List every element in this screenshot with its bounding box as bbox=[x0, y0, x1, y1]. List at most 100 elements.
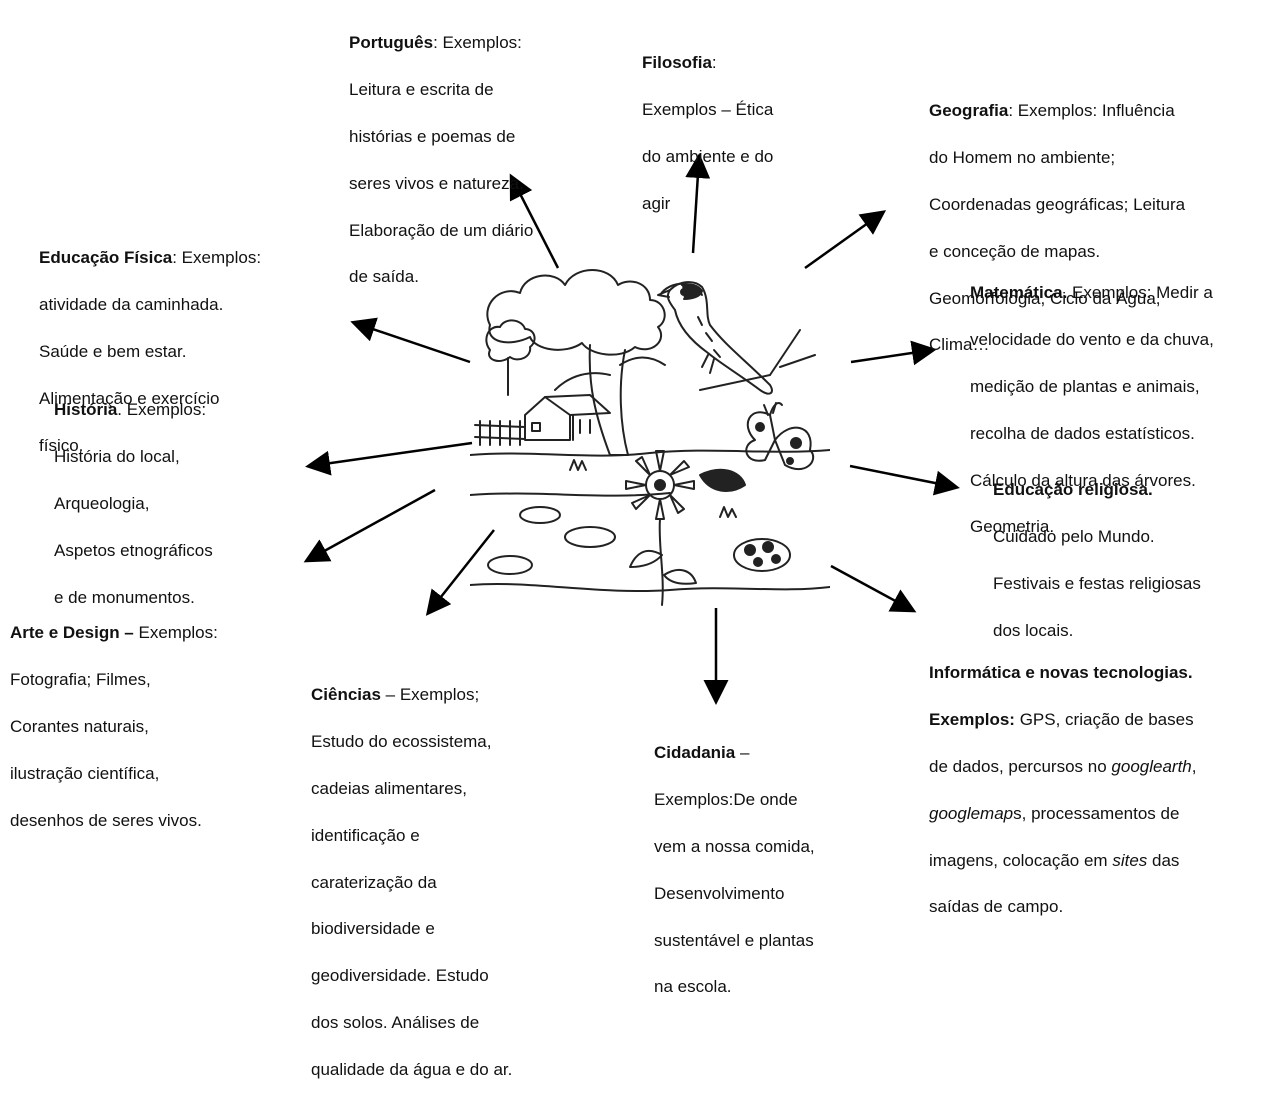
title-educacao-religiosa: Educação religiosa. bbox=[993, 480, 1153, 500]
text-line: Fotografia; Filmes, bbox=[10, 670, 151, 690]
text-line: Corantes naturais, bbox=[10, 717, 149, 737]
text-line: sustentável e plantas bbox=[654, 930, 814, 950]
text-line: do ambiente e do bbox=[642, 147, 774, 167]
title-ciencias: Ciências bbox=[311, 685, 381, 705]
text-line: Exemplos:De onde bbox=[654, 790, 798, 810]
arrow-ciencias bbox=[425, 529, 495, 616]
text-line: imagens, colocação em bbox=[929, 850, 1113, 870]
text-line: História do local, bbox=[54, 447, 180, 467]
block-cidadania: Cidadania – Exemplos:De onde vem a nossa… bbox=[654, 718, 874, 1022]
text-line: – bbox=[735, 743, 750, 763]
block-filosofia: Filosofia: Exemplos – Ética do ambiente … bbox=[642, 28, 832, 239]
title-portugues: Português bbox=[349, 33, 434, 53]
title-educacao-fisica: Educação Física bbox=[39, 248, 173, 268]
arrow-geografia bbox=[804, 210, 887, 270]
block-historia: História. Exemplos: História do local, A… bbox=[54, 375, 294, 632]
text-line: e conceção de mapas. bbox=[929, 241, 1101, 261]
arrow-educacao-fisica bbox=[350, 317, 471, 364]
title-cidadania: Cidadania bbox=[654, 743, 736, 763]
text-line: Elaboração de um diário bbox=[349, 220, 534, 240]
text-line: Geometria. bbox=[970, 517, 1055, 537]
block-matematica: Matemática. Exemplos: Medir a velocidade… bbox=[970, 258, 1270, 562]
nature-scene-illustration bbox=[470, 269, 830, 606]
text-line: Cálculo da altura das árvores. bbox=[970, 470, 1196, 490]
text-line: recolha de dados estatísticos. bbox=[970, 423, 1195, 443]
text-line: de dados, percursos no bbox=[929, 757, 1112, 777]
text-line: agir bbox=[642, 193, 671, 213]
text-line: : Exemplos: bbox=[172, 248, 262, 268]
text-line: Coordenadas geográficas; Leitura bbox=[929, 195, 1186, 215]
text-line: Aspetos etnográficos bbox=[54, 540, 213, 560]
block-educacao-fisica: Educação Física: Exemplos: atividade da … bbox=[39, 223, 339, 480]
text-line: das bbox=[1147, 850, 1180, 870]
text-line: . Exemplos: bbox=[117, 400, 207, 420]
text-line: Exemplos – Ética bbox=[642, 100, 774, 120]
text-line: na escola. bbox=[654, 977, 732, 997]
text-line: : Exemplos: Influência bbox=[1008, 101, 1175, 121]
title-arte-design: Arte e Design – bbox=[10, 623, 134, 643]
block-arte-design: Arte e Design – Exemplos: Fotografia; Fi… bbox=[10, 598, 290, 855]
text-line: Alimentação e exercício bbox=[39, 388, 220, 408]
title-matematica: Matemática. bbox=[970, 283, 1068, 303]
text-line: Desenvolvimento bbox=[654, 883, 785, 903]
block-portugues: Português: Exemplos: Leitura e escrita d… bbox=[349, 8, 594, 312]
title-historia: História bbox=[54, 400, 118, 420]
text-line: Leitura e escrita de bbox=[349, 80, 494, 100]
text-line: s, processamentos de bbox=[1013, 803, 1180, 823]
text-line: caraterização da bbox=[311, 872, 437, 892]
subtitle-informatica: Exemplos: bbox=[929, 710, 1015, 730]
text-line: qualidade da água e do ar. bbox=[311, 1059, 513, 1079]
block-ciencias: Ciências – Exemplos; Estudo do ecossiste… bbox=[311, 660, 551, 1105]
text-line: de saída. bbox=[349, 267, 419, 287]
text-italic: googlearth bbox=[1111, 757, 1192, 777]
text-line: dos solos. Análises de bbox=[311, 1013, 480, 1033]
text-line: – Exemplos; bbox=[380, 685, 480, 705]
text-line: histórias e poemas de bbox=[349, 127, 516, 147]
text-line: cadeias alimentares, bbox=[311, 779, 467, 799]
text-line: e de monumentos. bbox=[54, 587, 195, 607]
text-line: Festivais e festas religiosas bbox=[993, 574, 1201, 594]
text-line: , bbox=[1191, 757, 1197, 777]
text-line: do Homem no ambiente; bbox=[929, 148, 1116, 168]
text-line: desenhos de seres vivos. bbox=[10, 810, 202, 830]
text-line: Exemplos: bbox=[133, 623, 218, 643]
text-line: medição de plantas e animais, bbox=[970, 377, 1200, 397]
arrow-arte-design bbox=[303, 488, 436, 563]
text-line: ilustração científica, bbox=[10, 763, 160, 783]
arrow-historia bbox=[305, 441, 473, 476]
text-line: dos locais. bbox=[993, 620, 1074, 640]
text-line: Saúde e bem estar. bbox=[39, 342, 187, 362]
text-line: atividade da caminhada. bbox=[39, 295, 224, 315]
arrows-layer bbox=[303, 153, 960, 705]
block-geografia: Geografia: Exemplos: Influência do Homem… bbox=[929, 76, 1259, 380]
arrow-matematica bbox=[850, 340, 937, 366]
text-line: biodiversidade e bbox=[311, 919, 435, 939]
title-geografia: Geografia bbox=[929, 101, 1009, 121]
text-line: Clima… bbox=[929, 335, 990, 355]
text-line: : bbox=[711, 53, 717, 73]
text-line: geodiversidade. Estudo bbox=[311, 966, 489, 986]
text-line: vem a nossa comida, bbox=[654, 837, 815, 857]
text-italic: sites bbox=[1112, 850, 1148, 870]
text-line: : Exemplos: bbox=[433, 33, 522, 53]
arrow-portugues bbox=[509, 173, 560, 269]
title-filosofia: Filosofia bbox=[642, 53, 712, 73]
block-informatica: Informática e novas tecnologias. Exemplo… bbox=[929, 638, 1269, 942]
arrow-filosofia bbox=[685, 153, 711, 254]
title-informatica: Informática e novas tecnologias. bbox=[929, 663, 1193, 683]
block-educacao-religiosa: Educação religiosa. Cuidado pelo Mundo. … bbox=[993, 455, 1253, 666]
text-line: Estudo do ecossistema, bbox=[311, 732, 492, 752]
arrow-informatica bbox=[830, 564, 917, 613]
text-line: físico. bbox=[39, 435, 84, 455]
text-line: Geomorfologia, Ciclo da Água, bbox=[929, 288, 1161, 308]
text-line: identificação e bbox=[311, 825, 420, 845]
text-line: Cuidado pelo Mundo. bbox=[993, 527, 1155, 547]
arrow-educacao-religiosa bbox=[849, 464, 960, 496]
text-line: Exemplos: Medir a bbox=[1067, 283, 1213, 303]
text-line: saídas de campo. bbox=[929, 897, 1064, 917]
text-italic: googlemap bbox=[929, 803, 1014, 823]
text-line: velocidade do vento e da chuva, bbox=[970, 330, 1214, 350]
text-line: seres vivos e natureza. bbox=[349, 173, 524, 193]
text-line: GPS, criação de bases bbox=[1014, 710, 1194, 730]
text-line: Arqueologia, bbox=[54, 494, 150, 514]
